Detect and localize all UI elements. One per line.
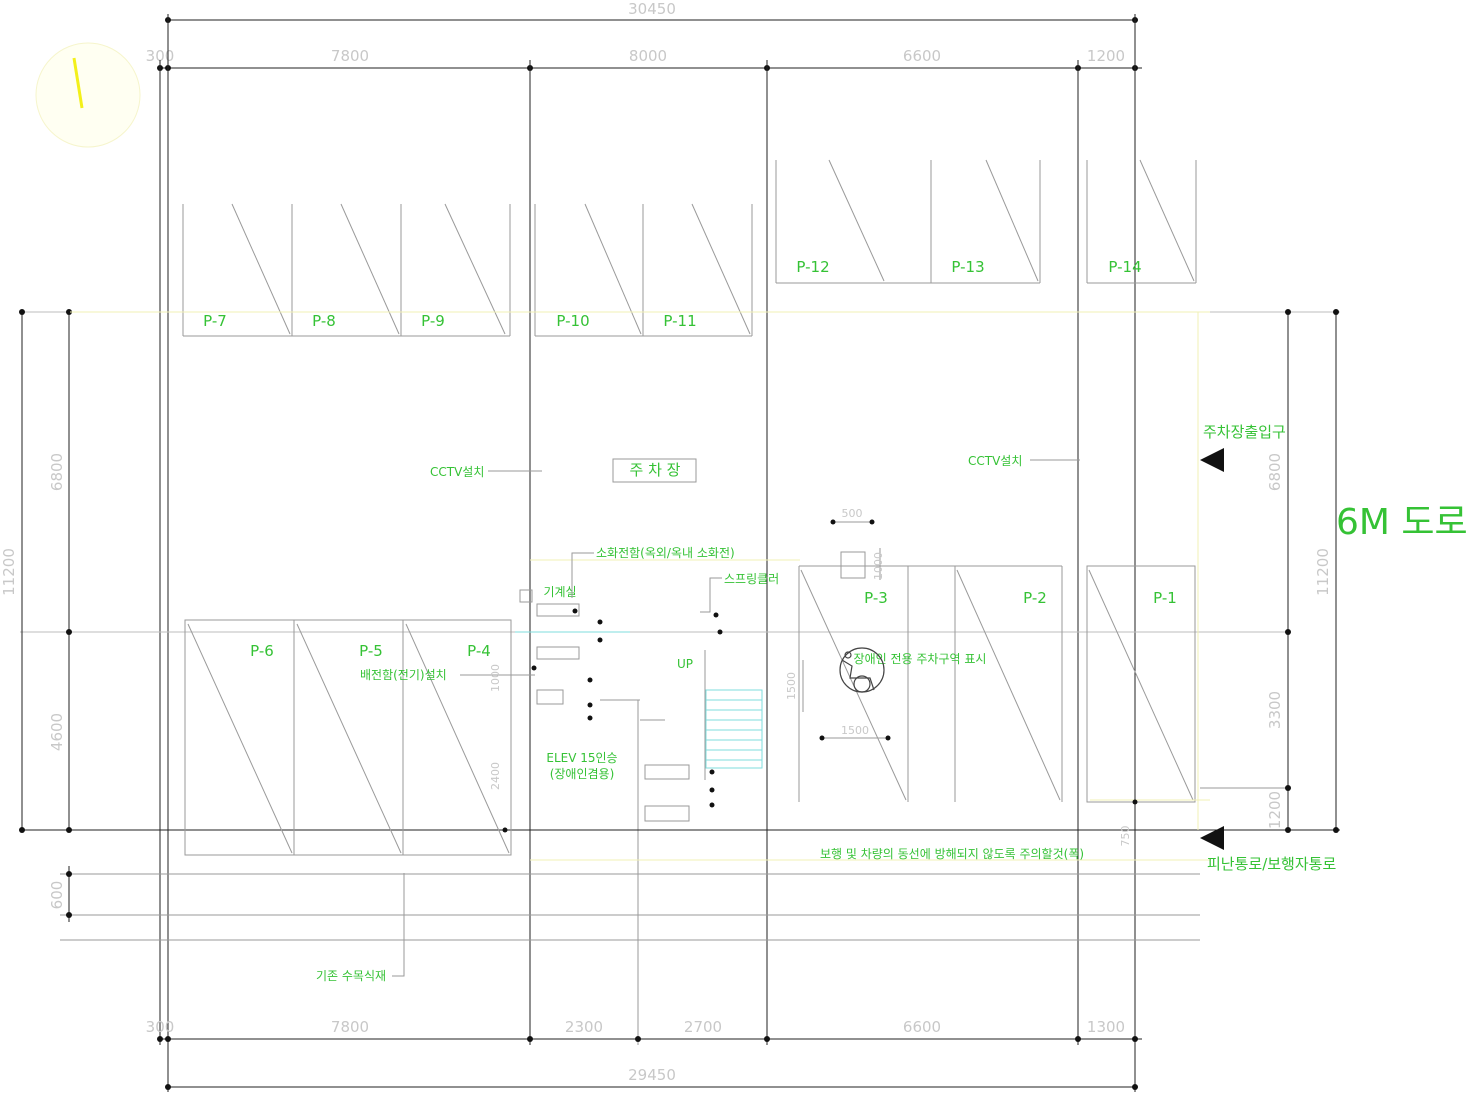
left-dimension-lines bbox=[19, 309, 72, 922]
dim-top-total: 30450 bbox=[628, 0, 676, 18]
parking-stalls-top bbox=[182, 159, 1197, 337]
cctv-right-label: CCTV설치 bbox=[968, 454, 1022, 468]
dim-right-span-3: 1200 bbox=[1266, 791, 1284, 829]
dim-top-span-5: 1200 bbox=[1087, 47, 1125, 65]
parking-label-p5: P-5 bbox=[359, 642, 383, 660]
dim-top-span-1: 300 bbox=[146, 47, 175, 65]
parking-label-p4: P-4 bbox=[467, 642, 491, 660]
parking-label-p7: P-7 bbox=[203, 312, 227, 330]
dim-top-span-2: 7800 bbox=[331, 47, 369, 65]
dim-bottom-span-4: 2700 bbox=[684, 1018, 722, 1036]
dim-bottom-span-5: 6600 bbox=[903, 1018, 941, 1036]
parking-label-p2: P-2 bbox=[1023, 589, 1047, 607]
up-label: UP bbox=[677, 657, 693, 671]
dim-bottom-span-1: 300 bbox=[146, 1018, 175, 1036]
dim-detail-3: 1500 bbox=[785, 672, 798, 700]
dim-left-total: 11200 bbox=[0, 548, 18, 596]
parking-lot-label: 주 차 장 bbox=[630, 461, 681, 479]
dim-left-span-2: 4600 bbox=[48, 713, 66, 751]
sprinkler-label: 스프링클러 bbox=[724, 572, 779, 586]
dim-detail-5: 1000 bbox=[489, 664, 502, 692]
parking-label-p6: P-6 bbox=[250, 642, 274, 660]
tree-label: 기존 수목식재 bbox=[316, 969, 386, 983]
disabled-parking-dims bbox=[802, 519, 891, 741]
top-dimension-lines bbox=[157, 17, 1142, 71]
exit-label: 피난통로/보행자통로 bbox=[1207, 855, 1336, 873]
dim-bottom-span-2: 7800 bbox=[331, 1018, 369, 1036]
entrance-arrow-icon bbox=[1200, 448, 1224, 472]
staircase bbox=[705, 689, 763, 769]
parking-label-p13: P-13 bbox=[951, 258, 984, 276]
wheelchair-icon bbox=[839, 647, 885, 693]
fire-equipment-label: 소화전함(옥외/옥내 소화전) bbox=[596, 546, 735, 560]
parking-stalls-bottom bbox=[184, 565, 1196, 856]
parking-label-p9: P-9 bbox=[421, 312, 445, 330]
lift-room-label: 기계실 bbox=[543, 585, 576, 599]
notice-label: 보행 및 차량의 동선에 방해되지 않도록 주의할것(폭) bbox=[820, 846, 1084, 861]
central-core bbox=[502, 458, 1138, 833]
parking-label-p10: P-10 bbox=[556, 312, 589, 330]
dim-left-extra: 600 bbox=[48, 881, 66, 910]
elevator-sub-label: (장애인겸용) bbox=[550, 767, 615, 781]
dim-right-span-1: 6800 bbox=[1266, 453, 1284, 491]
elevator-label: ELEV 15인승 bbox=[546, 751, 617, 765]
flagpole-label: 배전함(전기)설치 bbox=[360, 668, 447, 682]
entrance-label: 주차장출입구 bbox=[1203, 423, 1286, 441]
dim-detail-7: 750 bbox=[1119, 826, 1132, 847]
dim-bottom-span-6: 1300 bbox=[1087, 1018, 1125, 1036]
dim-detail-4: 1500 bbox=[841, 724, 869, 737]
site-boundary bbox=[70, 311, 1210, 861]
cctv-left-label: CCTV설치 bbox=[430, 465, 484, 479]
dim-detail-2: 1000 bbox=[872, 552, 885, 580]
dim-right-total: 11200 bbox=[1314, 548, 1332, 596]
dim-left-span-1: 6800 bbox=[48, 453, 66, 491]
parking-label-p14: P-14 bbox=[1108, 258, 1141, 276]
parking-label-p8: P-8 bbox=[312, 312, 336, 330]
dim-top-span-4: 6600 bbox=[903, 47, 941, 65]
dim-detail-6: 2400 bbox=[489, 762, 502, 790]
north-arrow-icon bbox=[35, 42, 141, 148]
disabled-parking-label: 장애인 전용 주차구역 표시 bbox=[854, 652, 987, 666]
road-label: 6M 도로 bbox=[1336, 502, 1468, 543]
right-dimension-lines bbox=[1200, 309, 1339, 833]
parking-label-p11: P-11 bbox=[663, 312, 696, 330]
exit-arrow-icon bbox=[1200, 826, 1224, 850]
parking-label-p1: P-1 bbox=[1153, 589, 1177, 607]
dim-bottom-total: 29450 bbox=[628, 1066, 676, 1084]
bottom-dimension-lines bbox=[157, 1036, 1142, 1090]
parking-label-p3: P-3 bbox=[864, 589, 888, 607]
dim-right-span-2: 3300 bbox=[1266, 691, 1284, 729]
grid-lines bbox=[20, 14, 1340, 1092]
dim-detail-1: 500 bbox=[842, 507, 863, 520]
parking-label-p12: P-12 bbox=[796, 258, 829, 276]
dim-top-span-3: 8000 bbox=[629, 47, 667, 65]
dim-bottom-span-3: 2300 bbox=[565, 1018, 603, 1036]
